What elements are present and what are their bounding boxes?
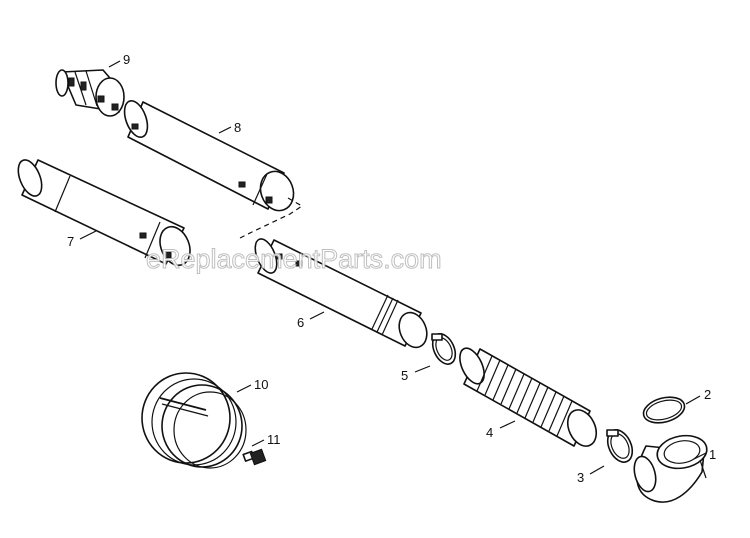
callout-11: 11 <box>267 432 281 447</box>
callout-6: 6 <box>297 315 304 330</box>
callout-9: 9 <box>123 52 130 67</box>
part-4-flex-hose <box>459 347 598 447</box>
part-2-o-ring <box>642 396 686 424</box>
part-9-nozzle-tip <box>55 69 125 117</box>
part-6-lower-pipe <box>254 238 428 349</box>
part-3-clamp <box>606 429 634 463</box>
part-7-long-pipe <box>17 159 191 267</box>
callout-5: 5 <box>401 368 408 383</box>
watermark-text: eReplacementParts.com <box>146 244 442 274</box>
part-1-elbow <box>633 434 708 503</box>
part-10-coiled-strap <box>141 372 247 469</box>
callout-3: 3 <box>577 470 584 485</box>
callout-2: 2 <box>704 387 711 402</box>
part-11-screw <box>242 448 267 466</box>
callout-7: 7 <box>67 234 74 249</box>
callout-1: 1 <box>709 447 716 462</box>
callout-10: 10 <box>254 377 268 392</box>
assembly-dashed-line <box>237 197 304 240</box>
part-5-clamp <box>431 333 457 365</box>
callout-leaders <box>79 60 707 475</box>
callout-8: 8 <box>234 120 241 135</box>
callout-4: 4 <box>486 425 493 440</box>
part-8-upper-pipe <box>123 100 295 212</box>
